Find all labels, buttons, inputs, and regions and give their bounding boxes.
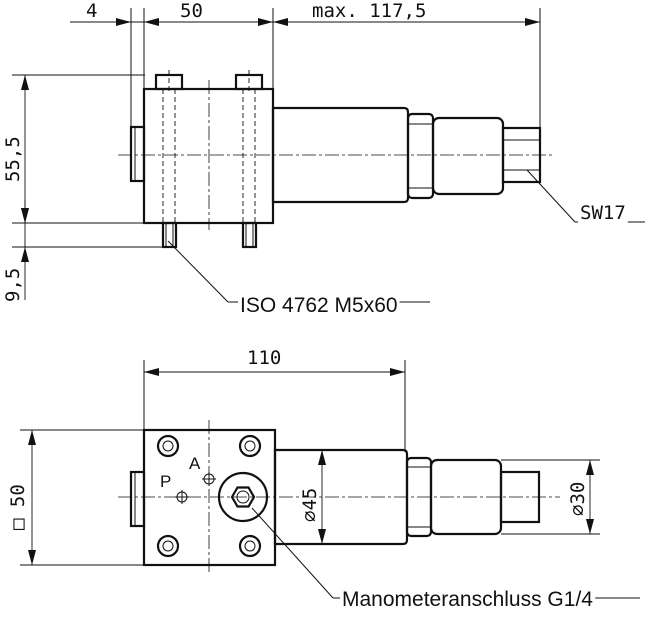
dim-height: 55,5: [2, 75, 29, 223]
port-p-marker: P: [160, 472, 189, 504]
dim-body-diameter-label: ⌀45: [299, 488, 321, 522]
bolt-head-br: [238, 534, 262, 558]
port-a-marker: A: [189, 454, 216, 486]
dim-left-offset-label: 4: [86, 0, 97, 22]
callout-wrench-size-label: SW17: [580, 202, 626, 224]
cylinder-body: [271, 106, 410, 204]
dim-bolt-projection-label: 9,5: [2, 268, 24, 302]
dim-knob-diameter: ⌀30: [567, 460, 594, 534]
dim-bolt-projection: 9,5: [2, 200, 29, 302]
dim-square-label: □ 50: [7, 484, 29, 530]
dim-knob-diameter-label: ⌀30: [567, 482, 589, 516]
side-plug-top: [129, 470, 146, 528]
bolt-left: [161, 221, 178, 249]
dim-body-diameter: ⌀45: [299, 450, 326, 544]
port-p-label: P: [160, 472, 171, 491]
dim-length: 110: [144, 347, 405, 376]
dim-body-width-label: 50: [180, 0, 203, 22]
label-backdrop: [578, 202, 628, 224]
side-plug: [129, 125, 146, 183]
label-backdrop: [340, 588, 596, 611]
dim-square: □ 50: [7, 430, 36, 565]
dim-length-label: 110: [247, 347, 281, 369]
callout-gauge-port-label: Manometeranschluss G1/4: [342, 588, 593, 611]
bolt-head-tl: [156, 434, 180, 458]
label-backdrop: [238, 294, 400, 317]
nut-collar: [406, 112, 435, 200]
bolt-head-bl: [156, 534, 180, 558]
cylinder-body-top: [273, 448, 409, 546]
callout-wrench-size: SW17: [526, 169, 645, 224]
side-view: 4 50 max. 117,5 55,5 9,5: [2, 0, 645, 317]
bolt-right: [241, 221, 258, 249]
dim-overall-length: max. 117,5: [273, 0, 540, 26]
dim-height-label: 55,5: [2, 136, 24, 182]
dim-body-width: 50: [144, 0, 273, 26]
callout-bolt-spec-label: ISO 4762 M5x60: [240, 294, 398, 317]
callout-gauge-port: Manometeranschluss G1/4: [251, 507, 640, 611]
top-view: 110 □ 50: [7, 347, 640, 611]
knurled-knob: [431, 116, 505, 196]
dim-overall-length-label: max. 117,5: [312, 0, 426, 22]
bolt-head-tr: [238, 434, 262, 458]
port-a-label: A: [189, 454, 201, 473]
callout-bolt-spec: ISO 4762 M5x60: [167, 240, 430, 317]
